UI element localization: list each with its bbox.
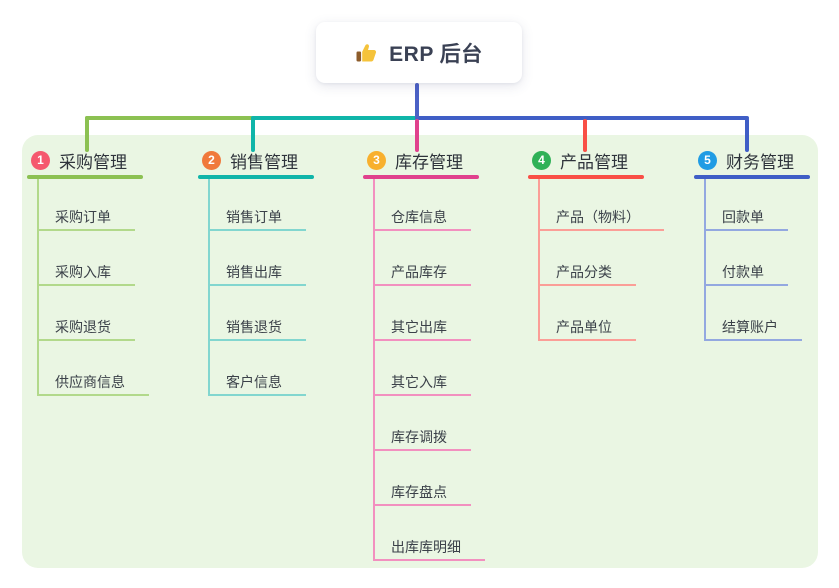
node-item[interactable]: 其它出库: [373, 316, 471, 341]
root-connector: [415, 83, 419, 119]
node-item[interactable]: 采购入库: [37, 261, 135, 286]
drop-branch-4: [583, 119, 587, 152]
branch-underline: [198, 175, 314, 179]
node-item[interactable]: 出库库明细: [373, 536, 485, 561]
node-item[interactable]: 仓库信息: [373, 206, 471, 231]
branch-number-badge: 5: [698, 150, 717, 170]
root-title: ERP 后台: [389, 42, 483, 66]
node-item[interactable]: 供应商信息: [37, 371, 149, 396]
thumbs-up-icon: [356, 43, 377, 61]
branch-underline: [694, 175, 810, 179]
branch-number-badge: 3: [367, 150, 386, 170]
node-item[interactable]: 产品（物料）: [538, 206, 664, 231]
branch-header[interactable]: 5 财务管理: [694, 148, 834, 172]
branch-purchase: 1 采购管理 采购订单 采购入库 采购退货 供应商信息: [27, 148, 167, 396]
drop-branch-2: [251, 116, 255, 152]
connector-branch-5-horizontal: [415, 116, 749, 120]
branch-label: 销售管理: [230, 152, 298, 172]
branch-label: 财务管理: [726, 152, 794, 172]
branch-underline: [27, 175, 143, 179]
node-item[interactable]: 结算账户: [704, 316, 802, 341]
children-connector: [538, 179, 540, 341]
connector-branch-2: [251, 116, 417, 120]
branch-product: 4 产品管理 产品（物料） 产品分类 产品单位: [528, 148, 668, 341]
branch-underline: [363, 175, 479, 179]
branch-label: 库存管理: [395, 152, 463, 172]
children-connector: [373, 179, 375, 561]
node-item[interactable]: 产品库存: [373, 261, 471, 286]
branch-header[interactable]: 4 产品管理: [528, 148, 668, 172]
branch-number-badge: 2: [202, 150, 221, 170]
children-connector: [208, 179, 210, 396]
mindmap-panel: [22, 135, 818, 568]
branch-underline: [528, 175, 644, 179]
branch-number-badge: 4: [532, 150, 551, 170]
node-item[interactable]: 采购订单: [37, 206, 135, 231]
node-item[interactable]: 库存盘点: [373, 481, 471, 506]
branch-number-badge: 1: [31, 150, 50, 170]
node-item[interactable]: 销售退货: [208, 316, 306, 341]
branch-label: 采购管理: [59, 152, 127, 172]
node-item[interactable]: 回款单: [704, 206, 788, 231]
node-item[interactable]: 采购退货: [37, 316, 135, 341]
branch-header[interactable]: 1 采购管理: [27, 148, 167, 172]
branch-header[interactable]: 2 销售管理: [198, 148, 338, 172]
drop-branch-3: [415, 119, 419, 152]
node-item[interactable]: 产品单位: [538, 316, 636, 341]
root-node[interactable]: ERP 后台: [316, 22, 522, 83]
node-item[interactable]: 产品分类: [538, 261, 636, 286]
branch-inventory: 3 库存管理 仓库信息 产品库存 其它出库 其它入库 库存调拨 库存盘点 出库库…: [363, 148, 503, 561]
node-item[interactable]: 库存调拨: [373, 426, 471, 451]
branch-label: 产品管理: [560, 152, 628, 172]
node-item[interactable]: 付款单: [704, 261, 788, 286]
children-connector: [37, 179, 39, 396]
node-item[interactable]: 其它入库: [373, 371, 471, 396]
branch-header[interactable]: 3 库存管理: [363, 148, 503, 172]
connector-branch-1: [85, 116, 253, 120]
drop-branch-1: [85, 116, 89, 152]
branch-sales: 2 销售管理 销售订单 销售出库 销售退货 客户信息: [198, 148, 338, 396]
branch-finance: 5 财务管理 回款单 付款单 结算账户: [694, 148, 834, 341]
node-item[interactable]: 销售订单: [208, 206, 306, 231]
node-item[interactable]: 销售出库: [208, 261, 306, 286]
drop-branch-5: [745, 118, 749, 152]
node-item[interactable]: 客户信息: [208, 371, 306, 396]
children-connector: [704, 179, 706, 341]
